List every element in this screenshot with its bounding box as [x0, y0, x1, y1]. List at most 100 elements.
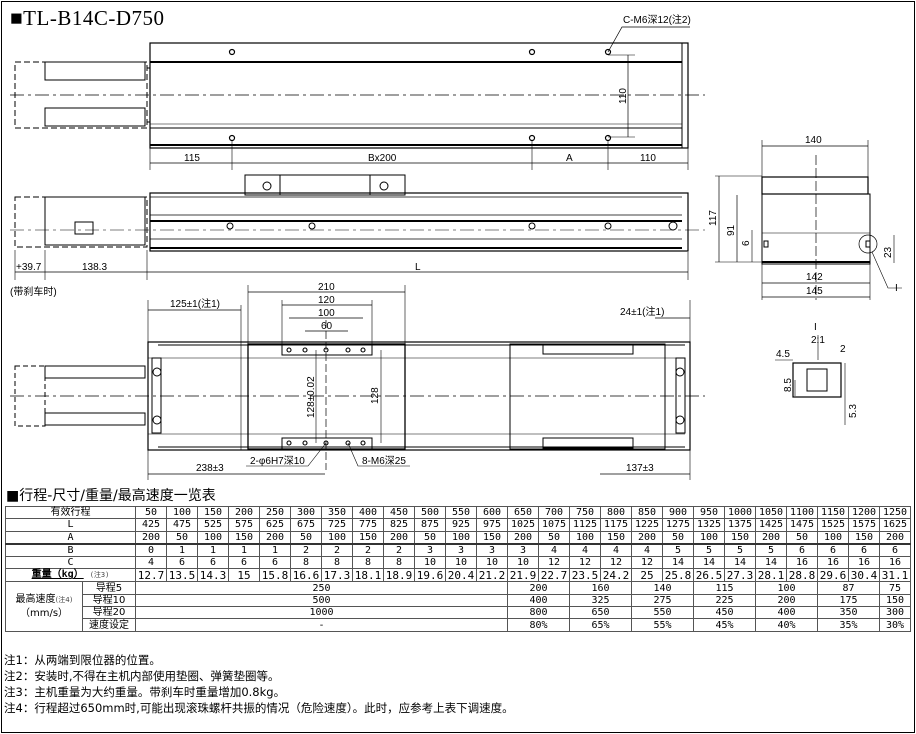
lead-label: 速度设定	[82, 618, 136, 632]
table-cell: 3	[414, 542, 446, 558]
end-view: 140 117 91 6 142 145 23 I	[708, 135, 902, 300]
dim-2: 2	[840, 344, 846, 355]
table-cell: 6	[817, 542, 849, 558]
table-cell: 8	[383, 556, 415, 570]
table-cell: 14	[662, 556, 694, 570]
table-cell: 4	[631, 542, 663, 558]
table-cell: 575	[228, 518, 260, 532]
note-3: 注3：主机重量为大约重量。带刹车时重量增加0.8kg。	[4, 685, 286, 699]
speed-note: (注4)	[55, 595, 73, 604]
table-cell: 150	[724, 530, 756, 545]
table-cell: 16	[786, 556, 818, 570]
table-cell: 27.3	[724, 568, 756, 583]
table-cell: 13.5	[166, 568, 198, 583]
table-cell: 28.1	[755, 568, 787, 583]
table-cell: 925	[445, 518, 477, 532]
dim-l: L	[415, 262, 421, 273]
speed-value: 800	[507, 606, 570, 620]
dim-110: 110	[640, 153, 656, 164]
table-cell: 600	[476, 505, 508, 520]
table-cell: 1525	[817, 518, 849, 532]
table-cell: 1000	[724, 505, 756, 520]
table-cell: 20.4	[445, 568, 477, 583]
weight-label: 重量（kg）	[31, 569, 84, 581]
speed-value: 175	[817, 593, 880, 608]
dim-110-vertical: 110	[618, 88, 629, 104]
table-cell: 5	[662, 542, 694, 558]
dim-5-3: 5.3	[848, 404, 859, 418]
table-cell: 4	[600, 542, 632, 558]
table-cell: 1325	[693, 518, 725, 532]
table-cell: 1125	[569, 518, 601, 532]
speed-value: 65%	[569, 618, 632, 632]
table-cell: 6	[197, 556, 229, 570]
table-cell: 1	[259, 542, 291, 558]
table-cell: 350	[321, 505, 353, 520]
technical-drawing: 115 Bx200 A 110 C-M6深12(注2) 110 +39.7 13…	[10, 13, 902, 480]
table-cell: 50	[290, 530, 322, 545]
table-cell: 100	[321, 530, 353, 545]
speed-value: 140	[631, 581, 694, 595]
table-cell: 100	[197, 530, 229, 545]
drawing-title: ■TL-B14C-D750	[10, 6, 165, 30]
table-cell: 700	[538, 505, 570, 520]
table-cell: 400	[352, 505, 384, 520]
speed-value: 650	[569, 606, 632, 620]
table-cell: 800	[600, 505, 632, 520]
dim-140: 140	[805, 135, 822, 146]
table-cell: 100	[445, 530, 477, 545]
dim-100: 100	[318, 308, 335, 319]
dim-91: 91	[726, 224, 737, 236]
speed-value: 200	[507, 581, 570, 595]
table-cell: 8	[352, 556, 384, 570]
dim-115: 115	[184, 153, 200, 164]
lead-label: 导程5	[82, 581, 136, 595]
dim-6: 6	[741, 240, 752, 246]
dim-a: A	[566, 153, 573, 164]
table-cell: 1375	[724, 518, 756, 532]
row-label: C	[5, 556, 136, 570]
dim-128-tol: 128±0.02	[306, 376, 317, 418]
table-cell: 475	[166, 518, 198, 532]
dim-138-3: 138.3	[82, 262, 107, 273]
speed-value: 250	[135, 581, 508, 595]
table-cell: 4	[569, 542, 601, 558]
speed-value: 45%	[693, 618, 756, 632]
speed-value: 35%	[817, 618, 880, 632]
table-cell: 16	[817, 556, 849, 570]
detail-mark: I	[895, 283, 898, 294]
table-cell: 50	[538, 530, 570, 545]
table-cell: 900	[662, 505, 694, 520]
table-cell: 6	[786, 542, 818, 558]
table-cell: 5	[724, 542, 756, 558]
table-cell: 100	[166, 505, 198, 520]
speed-value: 400	[755, 606, 818, 620]
table-cell: 5	[755, 542, 787, 558]
table-cell: 1250	[879, 505, 911, 520]
table-cell: 1100	[786, 505, 818, 520]
table-cell: 8	[290, 556, 322, 570]
table-cell: 825	[383, 518, 415, 532]
speed-value: 160	[569, 581, 632, 595]
speed-value: 225	[693, 593, 756, 608]
table-cell: 100	[817, 530, 849, 545]
table-cell: 10	[414, 556, 446, 570]
table-cell: 15.8	[259, 568, 291, 583]
table-cell: 3	[476, 542, 508, 558]
note-4: 注4：行程超过650mm时,可能出现滚珠螺杆共振的情况（危险速度）。此时，应参考…	[4, 701, 514, 715]
table-cell: 500	[414, 505, 446, 520]
table-cell: 50	[135, 505, 167, 520]
table-cell: 200	[135, 530, 167, 545]
table-cell: 50	[662, 530, 694, 545]
row-label: 重量（kg） (注3)	[5, 568, 136, 583]
table-cell: 22.7	[538, 568, 570, 583]
table-cell: 15	[228, 568, 260, 583]
speed-value: 400	[507, 593, 570, 608]
table-cell: 1	[197, 542, 229, 558]
table-cell: 200	[383, 530, 415, 545]
table-cell: 3	[445, 542, 477, 558]
